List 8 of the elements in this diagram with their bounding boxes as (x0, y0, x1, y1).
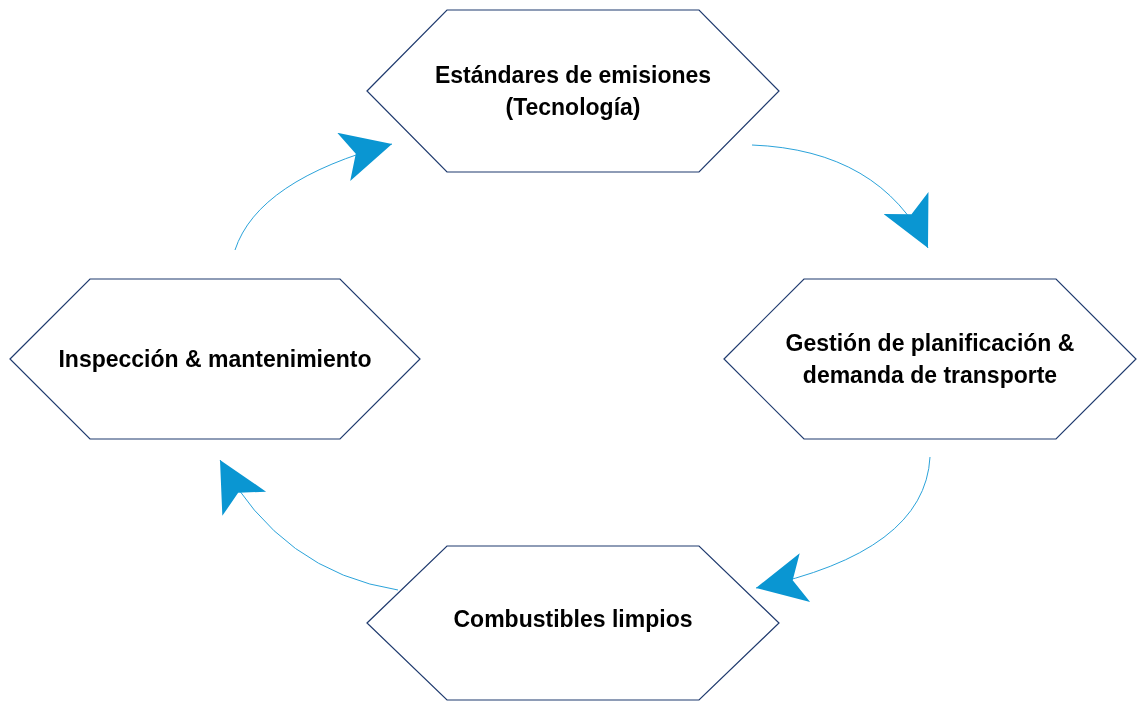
node-label: Gestión de planificación & demanda de transporte (784, 328, 1076, 390)
node-label: Inspección & mantenimiento (57, 344, 373, 374)
node-label: Combustibles limpios (452, 604, 694, 634)
curved-arrow (234, 133, 393, 251)
node-label: Estándares de emisiones (Tecnología) (433, 60, 713, 122)
curved-arrow (219, 459, 399, 591)
curved-arrow (755, 456, 931, 601)
curved-arrow (751, 144, 929, 249)
